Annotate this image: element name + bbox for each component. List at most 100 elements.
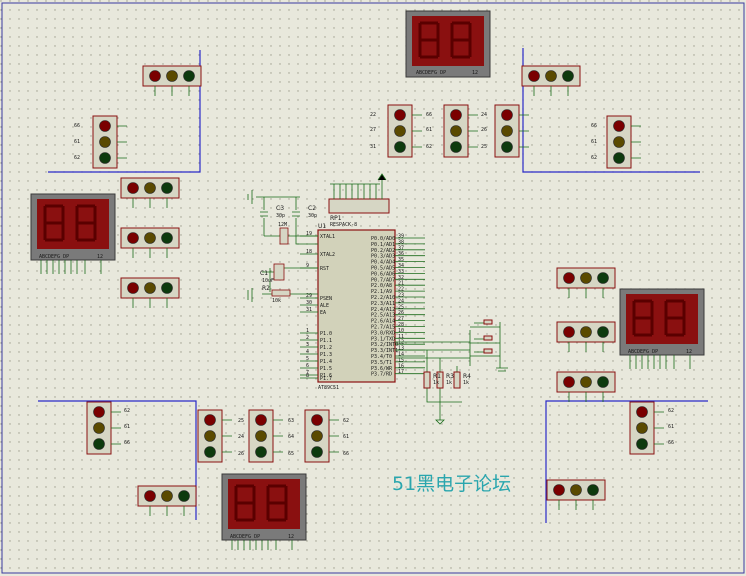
mcu-pin-number: 25	[398, 304, 404, 310]
resistor-r1	[423, 371, 431, 389]
mcu-pin-label: P0.2/AD2	[371, 248, 395, 254]
svg-text:66: 66	[74, 123, 80, 129]
lamp-icon	[127, 182, 139, 194]
traffic-light	[387, 104, 422, 158]
road-corner-nw	[48, 50, 201, 173]
lamp-icon	[204, 446, 216, 458]
svg-text:24: 24	[481, 112, 487, 118]
road-corner-sw	[38, 400, 197, 520]
r3-ref: R3	[446, 373, 454, 380]
lamp-icon	[255, 446, 267, 458]
mcu-pin-label: RST	[320, 266, 329, 272]
mcu-pin-number: 13	[398, 346, 404, 352]
r1-value: 1k	[433, 380, 439, 386]
svg-text:26: 26	[238, 451, 244, 457]
mcu-pin-label: P1.3	[320, 352, 332, 358]
svg-text:27: 27	[370, 127, 376, 133]
mcu-pin-number: 26	[398, 310, 404, 316]
traffic-light	[86, 401, 121, 455]
lamp-icon	[597, 272, 609, 284]
seven-segment-west: ABCDEFG DP 12	[30, 193, 116, 274]
r1-ref: R1	[433, 373, 441, 380]
mcu-pin-number: 39	[398, 234, 404, 240]
mcu-pin-number: 37	[398, 245, 404, 251]
traffic-light	[606, 115, 641, 169]
mcu-pin-label: P2.1/A9	[371, 289, 392, 295]
lamp-icon	[127, 282, 139, 294]
mcu-pin-number: 8	[306, 373, 309, 379]
mcu-pin-label: P0.1/AD1	[371, 242, 395, 248]
svg-text:62: 62	[124, 408, 130, 414]
mcu-pin-label: P0.0/AD0	[371, 236, 395, 242]
mcu-pin-label: ALE	[320, 303, 329, 309]
traffic-light	[137, 485, 197, 516]
lamp-icon	[311, 446, 323, 458]
traffic-light	[248, 409, 283, 463]
svg-text:66: 66	[124, 440, 130, 446]
mcu-pin-label: P2.4/A12	[371, 307, 395, 313]
light-labels-south: 25 24 26 63 64 65 62 61 66	[238, 418, 349, 457]
svg-text:61: 61	[591, 139, 597, 145]
lamp-icon	[99, 136, 111, 148]
mcu-pin-number: 17	[398, 369, 404, 375]
mcu-pin-label: P2.5/A13	[371, 313, 395, 319]
display-pin-label: ABCDEFG DP	[628, 349, 658, 355]
mcu-pin-label: P3.6/WR	[371, 366, 393, 372]
push-button[interactable]	[483, 319, 493, 325]
traffic-light	[120, 227, 180, 258]
mcu-pin-number: 28	[398, 322, 404, 328]
lamp-icon	[144, 232, 156, 244]
mcu-pin-label: P1.6	[320, 373, 332, 379]
svg-text:61: 61	[124, 424, 130, 430]
svg-text:62: 62	[591, 155, 597, 161]
lamp-icon	[562, 70, 574, 82]
mcu-pin-label: P0.6/AD6	[371, 271, 395, 277]
mcu-pin-label: P1.2	[320, 345, 332, 351]
traffic-light	[546, 479, 606, 510]
lamp-icon	[501, 109, 513, 121]
lamp-icon	[597, 376, 609, 388]
seven-segment-east: ABCDEFG DP 12	[619, 288, 705, 369]
lamp-icon	[161, 282, 173, 294]
mcu-pin-number: 35	[398, 257, 404, 263]
traffic-light	[120, 177, 180, 208]
resistor-pack-rp1: RP1 RESPACK-8	[328, 173, 390, 228]
push-button[interactable]	[483, 335, 493, 341]
svg-text:24: 24	[238, 434, 244, 440]
r4-ref: R4	[463, 373, 471, 380]
lamp-icon	[161, 182, 173, 194]
mcu-pin-number: 14	[398, 352, 404, 358]
display-pin-label: ABCDEFG DP	[39, 254, 69, 260]
r3-value: 1k	[446, 380, 452, 386]
mcu-pin-number: 18	[306, 249, 312, 255]
traffic-lights-vertical	[86, 104, 664, 463]
mcu-pin-number: 5	[306, 356, 309, 362]
svg-text:26: 26	[481, 127, 487, 133]
traffic-light	[494, 104, 529, 158]
mcu-pin-number: 33	[398, 269, 404, 275]
display-com-label: 12	[288, 534, 294, 540]
lamp-icon	[394, 125, 406, 137]
mcu-pin-number: 10	[398, 328, 404, 334]
push-button[interactable]	[483, 348, 493, 354]
lamp-icon	[580, 272, 592, 284]
traffic-light	[92, 115, 127, 169]
r2-ref: R2	[262, 285, 270, 292]
svg-text:63: 63	[288, 418, 294, 424]
light-labels-east: 66 61 62 62 61 66	[591, 123, 674, 446]
traffic-light	[443, 104, 478, 158]
lamp-icon	[563, 272, 575, 284]
lamp-icon	[563, 326, 575, 338]
mcu-pin-label: P1.0	[320, 331, 332, 337]
lamp-icon	[255, 414, 267, 426]
lamp-icon	[545, 70, 557, 82]
svg-text:22: 22	[370, 112, 376, 118]
lamp-icon	[636, 438, 648, 450]
lamp-icon	[144, 282, 156, 294]
lamp-icon	[93, 406, 105, 418]
c2-value: 30p	[308, 213, 317, 219]
lamp-icon	[563, 376, 575, 388]
traffic-light	[556, 267, 616, 298]
lamp-icon	[144, 182, 156, 194]
